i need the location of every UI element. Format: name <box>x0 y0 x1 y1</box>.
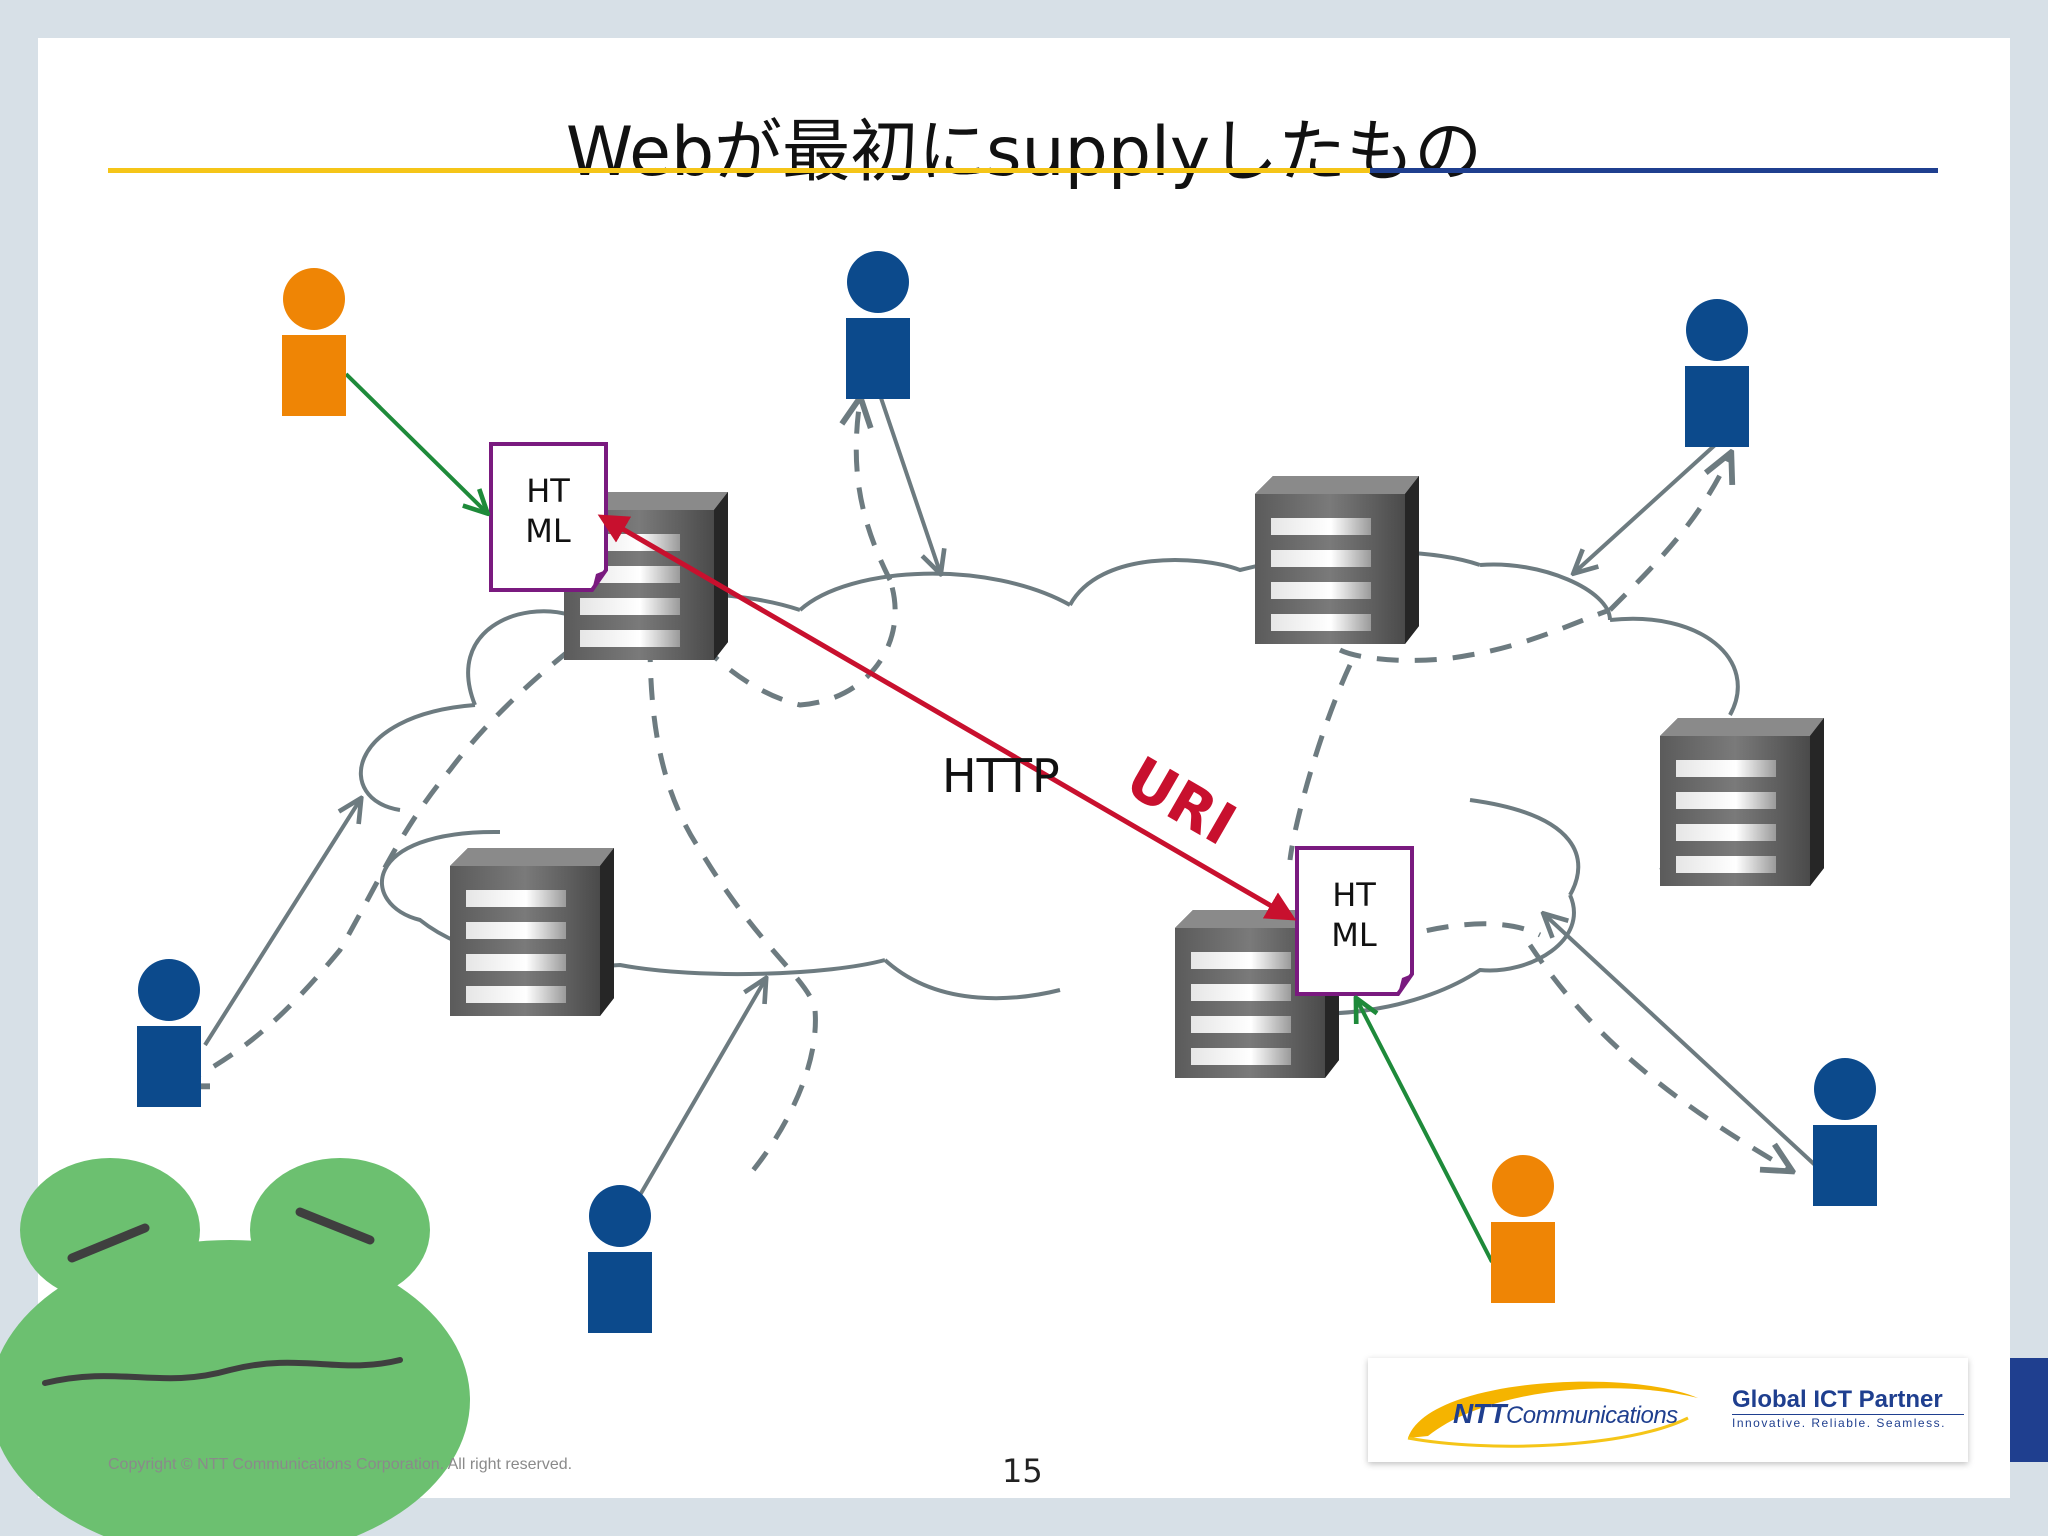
edge-tab <box>2010 1358 2048 1462</box>
copyright-notice: Copyright © NTT Communications Corporati… <box>108 1456 573 1473</box>
ntt-wordmark: NTTCommunications <box>1453 1398 1678 1430</box>
person-icon <box>1813 1058 1877 1206</box>
person-icon <box>1685 299 1749 447</box>
html-doc-label-bottom: ML <box>525 512 571 550</box>
logo-subline: Innovative. Reliable. Seamless. <box>1732 1416 1946 1430</box>
ntt-swoosh-icon <box>1407 1381 1698 1448</box>
html-doc-label-bottom: ML <box>1331 916 1377 954</box>
person-icon <box>846 251 910 399</box>
server-icon <box>1255 476 1419 644</box>
title-rule-yellow <box>108 168 1370 173</box>
uri-link-arrow <box>597 514 1297 921</box>
logo-rule <box>1732 1414 1964 1415</box>
html-doc-label-top: HT <box>526 472 570 510</box>
server-icon <box>450 848 614 1016</box>
person-icon <box>588 1185 652 1333</box>
person-icon <box>1491 1155 1555 1303</box>
person-icon <box>282 268 346 416</box>
edit-arrow <box>1357 1000 1494 1263</box>
person-icon <box>137 959 201 1107</box>
title-rule-blue <box>1370 168 1938 173</box>
request-arrows <box>203 394 1817 1197</box>
uri-label: URI <box>1115 743 1247 859</box>
logo-tagline: Global ICT Partner <box>1732 1386 1943 1413</box>
slide-title: Webが最初にsupplyしたもの <box>565 113 1483 192</box>
ntt-logo-banner: NTTCommunications Global ICT Partner Inn… <box>1368 1358 1968 1462</box>
ntt-word: Communications <box>1505 1402 1678 1429</box>
ntt-mark: NTT <box>1453 1398 1506 1429</box>
page-number: 15 <box>1002 1452 1043 1490</box>
html-doc-label-top: HT <box>1332 876 1376 914</box>
server-icon <box>1660 718 1824 886</box>
html-document-icon: HT ML <box>1295 846 1414 996</box>
html-document-icon: HT ML <box>489 442 608 592</box>
http-label: HTTP <box>942 749 1060 803</box>
edit-arrow <box>344 372 486 512</box>
frog-mascot <box>0 1158 470 1536</box>
